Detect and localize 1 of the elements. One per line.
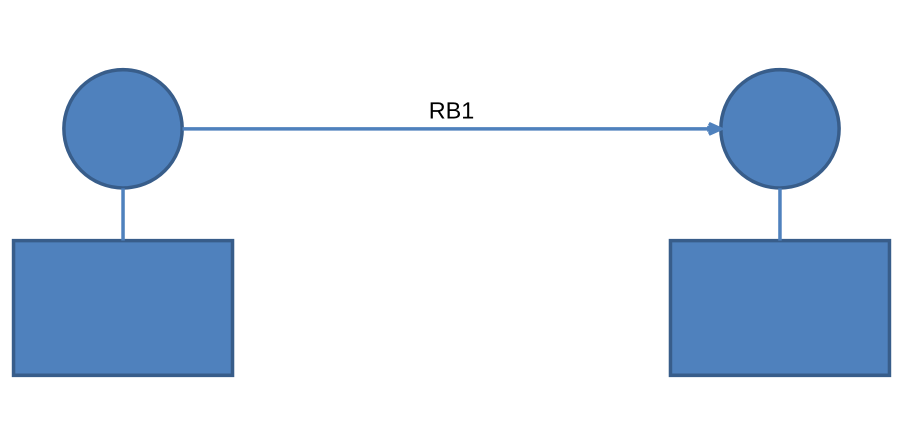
edge-label: RB1: [428, 97, 474, 124]
